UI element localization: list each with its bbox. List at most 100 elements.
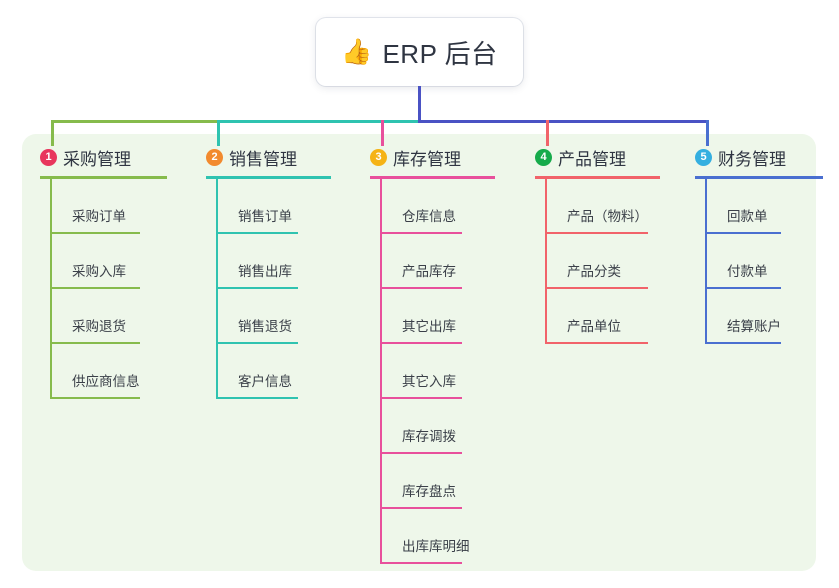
leaf-label: 产品分类 (567, 264, 621, 279)
leaf-rule (216, 342, 298, 344)
branch-header-5[interactable]: 5 财务管理 (677, 145, 786, 169)
leaf-label: 供应商信息 (72, 374, 140, 389)
leaf-node[interactable]: 产品库存 (380, 234, 462, 289)
leaf-rule (380, 452, 462, 454)
leaf-node[interactable]: 产品（物料） (545, 179, 648, 234)
leaf-rule (705, 287, 781, 289)
leaf-node[interactable]: 供应商信息 (50, 344, 140, 399)
leaf-rule (50, 342, 140, 344)
leaf-label: 产品（物料） (567, 209, 648, 224)
leaf-label: 付款单 (727, 264, 768, 279)
branch-badge-3: 3 (370, 148, 387, 166)
leaf-rule (380, 232, 462, 234)
leaf-node[interactable]: 销售出库 (216, 234, 298, 289)
leaf-label: 库存盘点 (402, 484, 456, 499)
leaf-rule (545, 232, 648, 234)
leaf-rule (50, 287, 140, 289)
leaf-node[interactable]: 其它入库 (380, 344, 462, 399)
branch-badge-5: 5 (695, 148, 712, 166)
leaf-label: 结算账户 (727, 319, 781, 334)
branch-spine-3 (380, 179, 382, 564)
branch-title-3: 库存管理 (393, 149, 461, 169)
leaf-label: 其它入库 (402, 374, 456, 389)
root-node-title: ERP 后台 (382, 38, 498, 69)
branch-title-2: 销售管理 (229, 149, 297, 169)
branch-spine-1 (50, 179, 52, 399)
leaf-node[interactable]: 库存盘点 (380, 454, 462, 509)
leaf-node[interactable]: 采购订单 (50, 179, 140, 234)
branch-column-2: 2 销售管理销售订单销售出库销售退货客户信息 (188, 145, 331, 399)
leaf-rule (705, 232, 781, 234)
leaf-rule (380, 562, 462, 564)
branch-header-rule-3 (370, 176, 495, 179)
leaf-label: 销售订单 (238, 209, 292, 224)
leaf-label: 销售出库 (238, 264, 292, 279)
leaf-node[interactable]: 采购入库 (50, 234, 140, 289)
leaf-node[interactable]: 出库库明细 (380, 509, 470, 564)
branch-badge-1: 1 (40, 148, 57, 166)
leaf-node[interactable]: 回款单 (705, 179, 781, 234)
leaf-label: 库存调拨 (402, 429, 456, 444)
leaf-rule (380, 342, 462, 344)
leaf-rule (216, 287, 298, 289)
leaf-node[interactable]: 客户信息 (216, 344, 298, 399)
leaf-node[interactable]: 销售订单 (216, 179, 298, 234)
thumbs-up-icon: 👍 (341, 37, 373, 66)
leaf-rule (50, 232, 140, 234)
leaf-label: 采购订单 (72, 209, 126, 224)
branch-title-5: 财务管理 (718, 149, 786, 169)
leaf-node[interactable]: 结算账户 (705, 289, 781, 344)
branch-header-1[interactable]: 1 采购管理 (22, 145, 131, 169)
leaf-label: 产品库存 (402, 264, 456, 279)
leaf-node[interactable]: 产品单位 (545, 289, 648, 344)
leaf-node[interactable]: 仓库信息 (380, 179, 462, 234)
leaf-label: 回款单 (727, 209, 768, 224)
branch-badge-4: 4 (535, 148, 552, 166)
leaf-label: 仓库信息 (402, 209, 456, 224)
branch-column-1: 1 采购管理采购订单采购入库采购退货供应商信息 (22, 145, 167, 399)
branch-column-5: 5 财务管理回款单付款单结算账户 (677, 145, 823, 344)
branch-header-rule-5 (695, 176, 823, 179)
leaf-label: 采购退货 (72, 319, 126, 334)
leaf-label: 其它出库 (402, 319, 456, 334)
branch-drop-1 (51, 120, 54, 146)
branch-drop-5 (706, 120, 709, 146)
branch-drop-3 (381, 120, 384, 146)
leaf-label: 出库库明细 (402, 539, 470, 554)
diagram-background-panel (22, 134, 816, 571)
leaf-rule (216, 397, 298, 399)
leaf-node[interactable]: 销售退货 (216, 289, 298, 344)
bus-segment-1 (51, 120, 217, 123)
branch-drop-2 (217, 120, 220, 146)
leaf-node[interactable]: 付款单 (705, 234, 781, 289)
leaf-rule (216, 232, 298, 234)
leaf-node[interactable]: 采购退货 (50, 289, 140, 344)
branch-drop-4 (546, 120, 549, 146)
leaf-label: 客户信息 (238, 374, 292, 389)
branch-header-rule-4 (535, 176, 660, 179)
branch-header-2[interactable]: 2 销售管理 (188, 145, 297, 169)
branch-spine-4 (545, 179, 547, 344)
leaf-rule (705, 342, 781, 344)
leaf-rule (545, 287, 648, 289)
leaf-rule (50, 397, 140, 399)
bus-segment-2 (217, 120, 418, 123)
leaf-rule (380, 287, 462, 289)
branch-badge-2: 2 (206, 148, 223, 166)
branch-header-3[interactable]: 3 库存管理 (352, 145, 461, 169)
leaf-node[interactable]: 库存调拨 (380, 399, 462, 454)
leaf-rule (380, 507, 462, 509)
leaf-label: 产品单位 (567, 319, 621, 334)
branch-spine-2 (216, 179, 218, 399)
leaf-rule (545, 342, 648, 344)
branch-title-1: 采购管理 (63, 149, 131, 169)
leaf-node[interactable]: 产品分类 (545, 234, 648, 289)
root-node[interactable]: 👍 ERP 后台 (316, 18, 523, 86)
branch-spine-5 (705, 179, 707, 344)
branch-header-rule-2 (206, 176, 331, 179)
branch-column-3: 3 库存管理仓库信息产品库存其它出库其它入库库存调拨库存盘点出库库明细 (352, 145, 495, 564)
leaf-node[interactable]: 其它出库 (380, 289, 462, 344)
root-stem-line (418, 86, 421, 122)
